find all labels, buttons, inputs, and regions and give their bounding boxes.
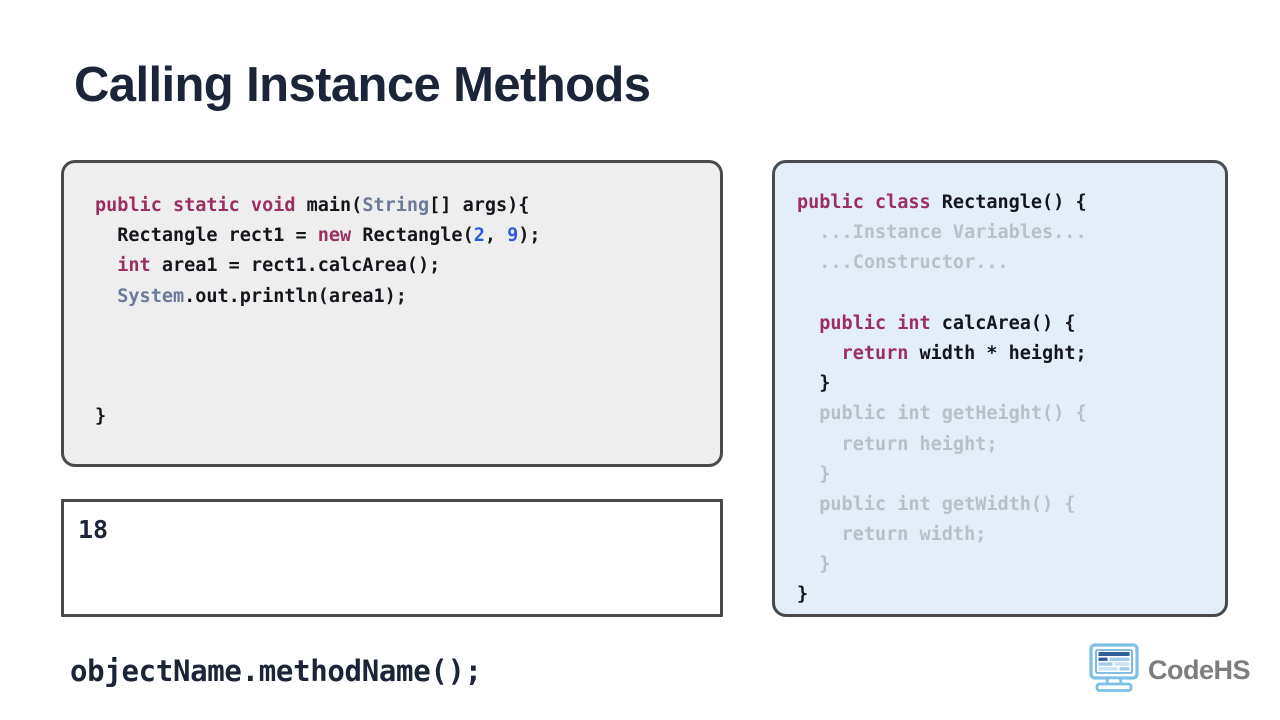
code-line: return width; [797,520,1225,550]
code-token: } [797,584,809,606]
code-line: } [797,550,1225,580]
code-line [95,342,720,372]
code-line: public int getWidth() { [797,490,1225,520]
code-token: Rectangle rect1 = [95,225,318,247]
code-line: int area1 = rect1.calcArea(); [95,251,720,281]
code-token: String [362,195,430,216]
code-token: return [797,342,909,364]
code-line: } [797,369,1225,399]
code-token: area1 = rect1.calcArea(); [150,255,441,277]
code-line: public static void main(String[] args){ [95,191,720,221]
code-token: width * height; [908,342,1087,364]
monitor-icon [1088,642,1140,698]
code-token: Rectangle() { [941,192,1087,213]
page-title: Calling Instance Methods [74,58,651,112]
code-token: calcArea() { [941,312,1076,334]
code-line: return width * height; [797,339,1225,369]
code-token: } [797,463,831,485]
code-token: main( [306,195,363,216]
code-token: return width; [797,524,987,546]
code-line: } [95,402,720,432]
code-token: 2 [473,225,485,247]
code-token: , [484,225,508,247]
code-token: ); [518,225,541,247]
code-token: new [317,225,352,247]
output-console: 18 [61,499,723,617]
code-token: return height; [797,433,998,455]
codehs-logo: CodeHS [1088,641,1251,699]
code-token: public int getWidth() { [797,493,1076,515]
code-token: int [95,255,151,277]
code-token: System [95,285,185,307]
code-line: public int getHeight() { [797,399,1225,429]
code-line: public class Rectangle() { [797,188,1225,218]
code-line: public int calcArea() { [797,309,1225,339]
codehs-wordmark: CodeHS [1148,654,1251,685]
code-line: } [797,460,1225,490]
code-token: Rectangle( [351,225,474,247]
code-token: public static void [95,195,307,216]
code-line: ...Constructor... [797,248,1225,278]
code-line [95,312,720,342]
code-token: } [95,406,107,428]
code-token: .out.println(area1); [184,285,407,307]
code-token: 9 [507,225,519,247]
code-line: Rectangle rect1 = new Rectangle(2, 9); [95,221,720,251]
code-token: } [797,554,831,576]
code-line: System.out.println(area1); [95,282,720,312]
code-token: [] args){ [429,195,530,216]
code-token: } [797,373,831,395]
code-line [797,279,1225,309]
output-value: 18 [78,515,109,544]
code-line: } [797,580,1225,610]
code-token: public class [797,192,942,213]
code-line: return height; [797,430,1225,460]
main-method-code-panel: public static void main(String[] args){ … [61,160,723,467]
code-token: public int [797,312,942,334]
code-line: ...Instance Variables... [797,218,1225,248]
code-line [95,372,720,402]
code-token: public int getHeight() { [797,403,1087,425]
code-token: ...Constructor... [797,252,1009,274]
syntax-caption: objectName.methodName(); [70,654,482,688]
code-token: ...Instance Variables... [797,222,1087,244]
rectangle-class-code-panel: public class Rectangle() { ...Instance V… [772,160,1228,617]
